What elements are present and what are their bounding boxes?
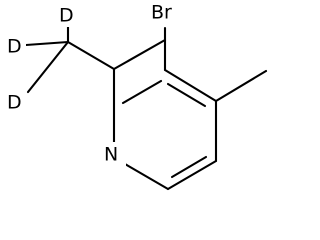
bond-c4-methyl bbox=[214, 69, 268, 103]
deuterium-bottom-label: D bbox=[7, 92, 22, 114]
double-bond-c4-c3-inner bbox=[166, 82, 207, 108]
bond-cd3-d-middle bbox=[24, 40, 70, 47]
bond-c6-c5 bbox=[166, 159, 218, 191]
double-bond-c6-c5-inner bbox=[170, 155, 208, 179]
bond-c3-c2 bbox=[112, 38, 167, 71]
double-bond-c3-c2-inner bbox=[121, 79, 163, 105]
deuterium-top-label: D bbox=[59, 5, 74, 27]
nitrogen-atom-label: N bbox=[104, 144, 118, 166]
bond-c2-cd3 bbox=[66, 40, 116, 71]
deuterium-middle-label: D bbox=[7, 36, 22, 58]
bond-cd3-d-bottom bbox=[26, 40, 70, 94]
bromine-atom-label: Br bbox=[151, 2, 172, 24]
bond-c4-c3 bbox=[163, 68, 218, 103]
molecule-structure: Br N D D D bbox=[5, 0, 268, 191]
bond-n-c6 bbox=[123, 162, 170, 191]
